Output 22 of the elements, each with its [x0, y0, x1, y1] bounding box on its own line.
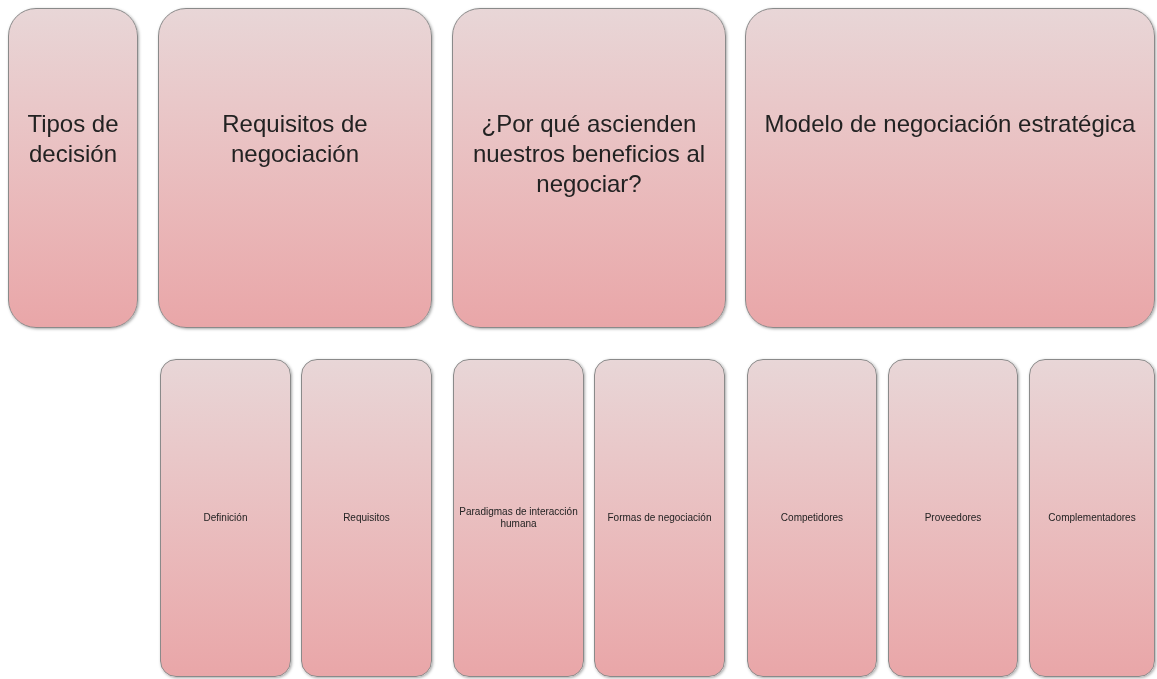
box-label: Complementadores [1048, 512, 1136, 524]
box-label: Modelo de negociación estratégica [764, 109, 1136, 139]
box-label: Paradigmas de interacción humana [458, 506, 579, 530]
rounded-box [1029, 359, 1155, 677]
box-label: Tipos de decisión [26, 109, 120, 169]
rounded-box [747, 359, 877, 677]
rounded-box [453, 359, 584, 677]
rounded-box [158, 8, 432, 328]
box-label: Proveedores [924, 512, 982, 524]
rounded-box [301, 359, 432, 677]
rounded-box [160, 359, 291, 677]
rounded-box [745, 8, 1155, 328]
box-label: Definición [203, 512, 248, 524]
rounded-box [888, 359, 1018, 677]
rounded-box [452, 8, 726, 328]
rounded-box [594, 359, 725, 677]
box-label: ¿Por qué ascienden nuestros beneficios al negociar? [471, 109, 707, 199]
box-label: Requisitos [343, 512, 390, 524]
box-label: Requisitos de negociación [221, 109, 369, 169]
rounded-box [8, 8, 138, 328]
box-label: Formas de negociación [607, 512, 712, 524]
box-label: Competidores [780, 512, 844, 524]
